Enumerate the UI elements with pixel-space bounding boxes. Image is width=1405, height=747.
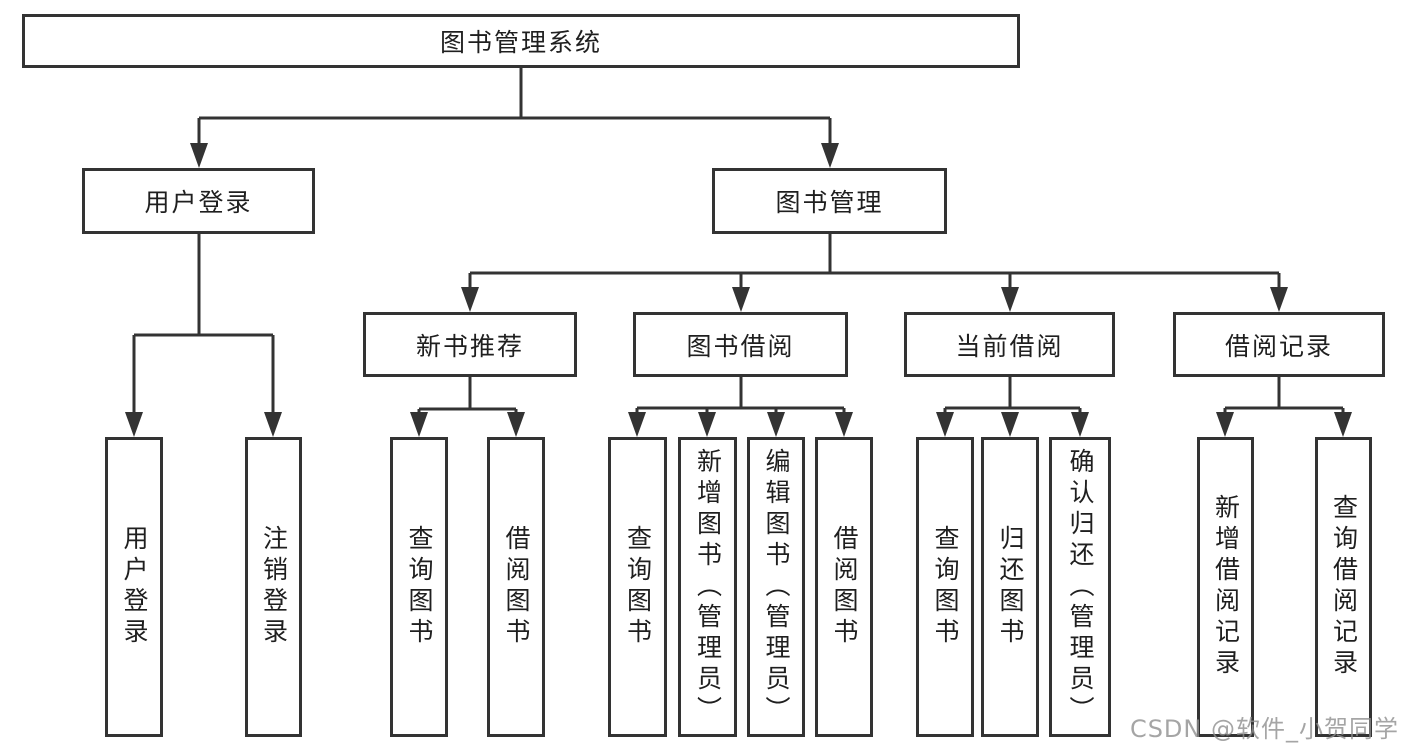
leaf-borrow-books-borrow: 借阅图书 — [815, 437, 873, 737]
leaf-return-book: 归还图书 — [981, 437, 1039, 737]
leaf-user-login: 用户登录 — [105, 437, 163, 737]
leaf-add-borrow-record: 新增借阅记录 — [1197, 437, 1254, 737]
leaf-logout: 注销登录 — [245, 437, 302, 737]
node-borrow-records: 借阅记录 — [1173, 312, 1385, 377]
watermark: CSDN @软件_小贺同学 — [1129, 715, 1399, 743]
node-book-management: 图书管理 — [712, 168, 947, 234]
node-user-login: 用户登录 — [82, 168, 315, 234]
leaf-query-books-recommend: 查询图书 — [390, 437, 448, 737]
leaf-confirm-return-admin: 确认归还（管理员） — [1049, 437, 1111, 737]
leaf-query-borrow-record: 查询借阅记录 — [1315, 437, 1372, 737]
leaf-borrow-books-recommend: 借阅图书 — [487, 437, 545, 737]
node-book-borrow: 图书借阅 — [633, 312, 848, 377]
leaf-query-books-borrow: 查询图书 — [608, 437, 667, 737]
leaf-query-books-current: 查询图书 — [916, 437, 974, 737]
node-library-system: 图书管理系统 — [22, 14, 1020, 68]
node-current-borrow: 当前借阅 — [904, 312, 1115, 377]
leaf-edit-book-admin: 编辑图书（管理员） — [747, 437, 805, 737]
node-new-book-recommend: 新书推荐 — [363, 312, 577, 377]
leaf-add-book-admin: 新增图书（管理员） — [678, 437, 737, 737]
